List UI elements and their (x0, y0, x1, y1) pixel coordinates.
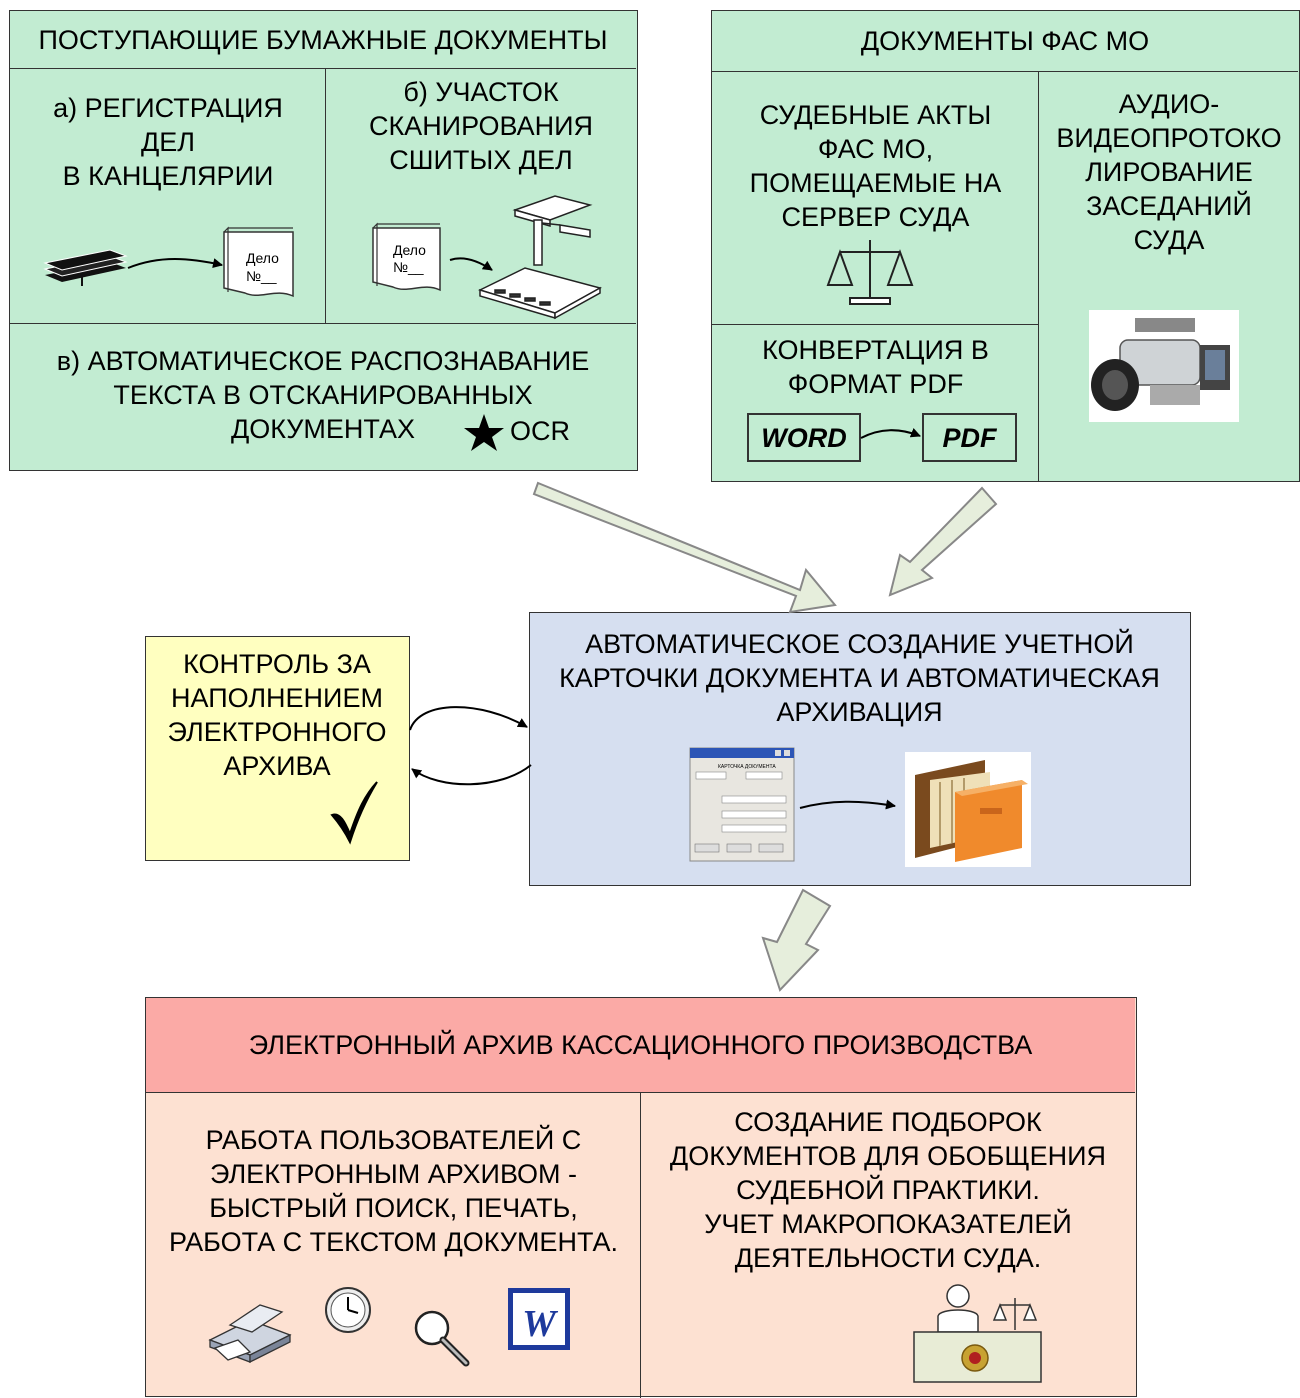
conversion-flow-arrow (860, 428, 921, 439)
registration-text: а) РЕГИСТРАЦИЯ ДЕЛ В КАНЦЕЛЯРИИ (53, 93, 283, 191)
feedback-arrow-to-control (411, 764, 532, 786)
practice-text: СОЗДАНИЕ ПОДБОРОК ДОКУМЕНТОВ ДЛЯ ОБОБЩЕН… (669, 1107, 1107, 1273)
flow-arrow-incoming-to-auto (532, 481, 837, 614)
fas-title: ДОКУМЕНТЫ ФАС МО (860, 26, 1150, 56)
camcorder-icon (1089, 310, 1239, 422)
scanner-icon (477, 195, 602, 320)
feedback-arrow-to-auto (409, 706, 528, 731)
electronic-archive-panel: ЭЛЕКТРОННЫЙ АРХИВ КАССАЦИОННОГО ПРОИЗВОД… (145, 997, 1137, 1398)
card-window-title: КАРТОЧКА ДОКУМЕНТА (718, 764, 776, 770)
ocr-label: OCR (510, 416, 570, 446)
scanning-text: б) УЧАСТОК СКАНИРОВАНИЯ СШИТЫХ ДЕЛ (368, 77, 594, 175)
fas-header: ДОКУМЕНТЫ ФАС МО (712, 11, 1298, 72)
file-drawer-icon (905, 752, 1031, 867)
users-work-text: РАБОТА ПОЛЬЗОВАТЕЛЕЙ С ЭЛЕКТРОННЫМ АРХИВ… (168, 1125, 619, 1257)
printer-icon (208, 1304, 292, 1364)
incoming-title: ПОСТУПАЮЩИЕ БУМАЖНЫЕ ДОКУМЕНТЫ (38, 25, 608, 55)
flow-arrow-auto-to-archive (761, 888, 832, 992)
fas-documents-panel: ДОКУМЕНТЫ ФАС МО СУДЕБНЫЕ АКТЫ ФАС МО, П… (711, 10, 1300, 482)
star-icon (464, 414, 504, 451)
court-acts-text: СУДЕБНЫЕ АКТЫ ФАС МО, ПОМЕЩАЕМЫЕ НА СЕРВ… (749, 100, 1002, 232)
word-format-box: WORD (747, 413, 861, 462)
archiving-flow-arrow (799, 799, 896, 810)
checkmark-icon (330, 781, 378, 845)
svg-text:W: W (522, 1303, 559, 1345)
av-recording-text: АУДИО- ВИДЕОПРОТОКО ЛИРОВАНИЕ ЗАСЕДАНИЙ … (1056, 89, 1282, 255)
case-label-2: Дело (393, 242, 426, 258)
conversion-text: КОНВЕРТАЦИЯ В ФОРМАТ PDF (762, 335, 989, 399)
paper-stack-icon (43, 249, 128, 286)
scanning-flow-arrow (449, 257, 493, 271)
incoming-header: ПОСТУПАЮЩИЕ БУМАЖНЫЕ ДОКУМЕНТЫ (10, 11, 636, 69)
archive-title: ЭЛЕКТРОННЫЙ АРХИВ КАССАЦИОННОГО ПРОИЗВОД… (248, 1030, 1033, 1060)
document-card-window (689, 747, 795, 862)
case-number-1: №__ (246, 268, 277, 284)
ocr-text: в) АВТОМАТИЧЕСКОЕ РАСПОЗНАВАНИЕ ТЕКСТА В… (56, 346, 590, 444)
registration-cell: а) РЕГИСТРАЦИЯ ДЕЛ В КАНЦЕЛЯРИИ (10, 69, 326, 324)
conversion-cell: КОНВЕРТАЦИЯ В ФОРМАТ PDF (712, 325, 1039, 481)
flow-arrow-fas-to-auto (888, 486, 998, 597)
control-box: КОНТРОЛЬ ЗА НАПОЛНЕНИЕМ ЭЛЕКТРОННОГО АРХ… (145, 636, 410, 861)
users-work-cell: РАБОТА ПОЛЬЗОВАТЕЛЕЙ С ЭЛЕКТРОННЫМ АРХИВ… (146, 1093, 641, 1398)
archive-header: ЭЛЕКТРОННЫЙ АРХИВ КАССАЦИОННОГО ПРОИЗВОД… (146, 998, 1135, 1093)
auto-archiving-text: АВТОМАТИЧЕСКОЕ СОЗДАНИЕ УЧЕТНОЙ КАРТОЧКИ… (559, 629, 1160, 727)
judge-icon (913, 1284, 1042, 1383)
word-label: WORD (761, 423, 847, 453)
scales-icon (826, 240, 914, 305)
scanning-cell: б) УЧАСТОК СКАНИРОВАНИЯ СШИТЫХ ДЕЛ (326, 69, 636, 324)
court-acts-cell: СУДЕБНЫЕ АКТЫ ФАС МО, ПОМЕЩАЕМЫЕ НА СЕРВ… (712, 72, 1039, 325)
case-document-icon (223, 226, 294, 298)
case-document-icon (372, 222, 441, 292)
auto-archiving-box: АВТОМАТИЧЕСКОЕ СОЗДАНИЕ УЧЕТНОЙ КАРТОЧКИ… (529, 612, 1191, 886)
pdf-format-box: PDF (922, 413, 1017, 462)
pdf-label: PDF (942, 423, 997, 453)
case-number-2: №__ (393, 259, 424, 275)
clock-icon (325, 1287, 371, 1333)
magnifier-icon (414, 1310, 470, 1367)
control-text: КОНТРОЛЬ ЗА НАПОЛНЕНИЕМ ЭЛЕКТРОННОГО АРХ… (167, 649, 387, 781)
word-document-icon: W (508, 1288, 570, 1350)
incoming-documents-panel: ПОСТУПАЮЩИЕ БУМАЖНЫЕ ДОКУМЕНТЫ а) РЕГИСТ… (9, 10, 638, 471)
case-label-1: Дело (246, 250, 279, 266)
practice-cell: СОЗДАНИЕ ПОДБОРОК ДОКУМЕНТОВ ДЛЯ ОБОБЩЕН… (641, 1093, 1135, 1398)
registration-flow-arrow (127, 258, 223, 269)
